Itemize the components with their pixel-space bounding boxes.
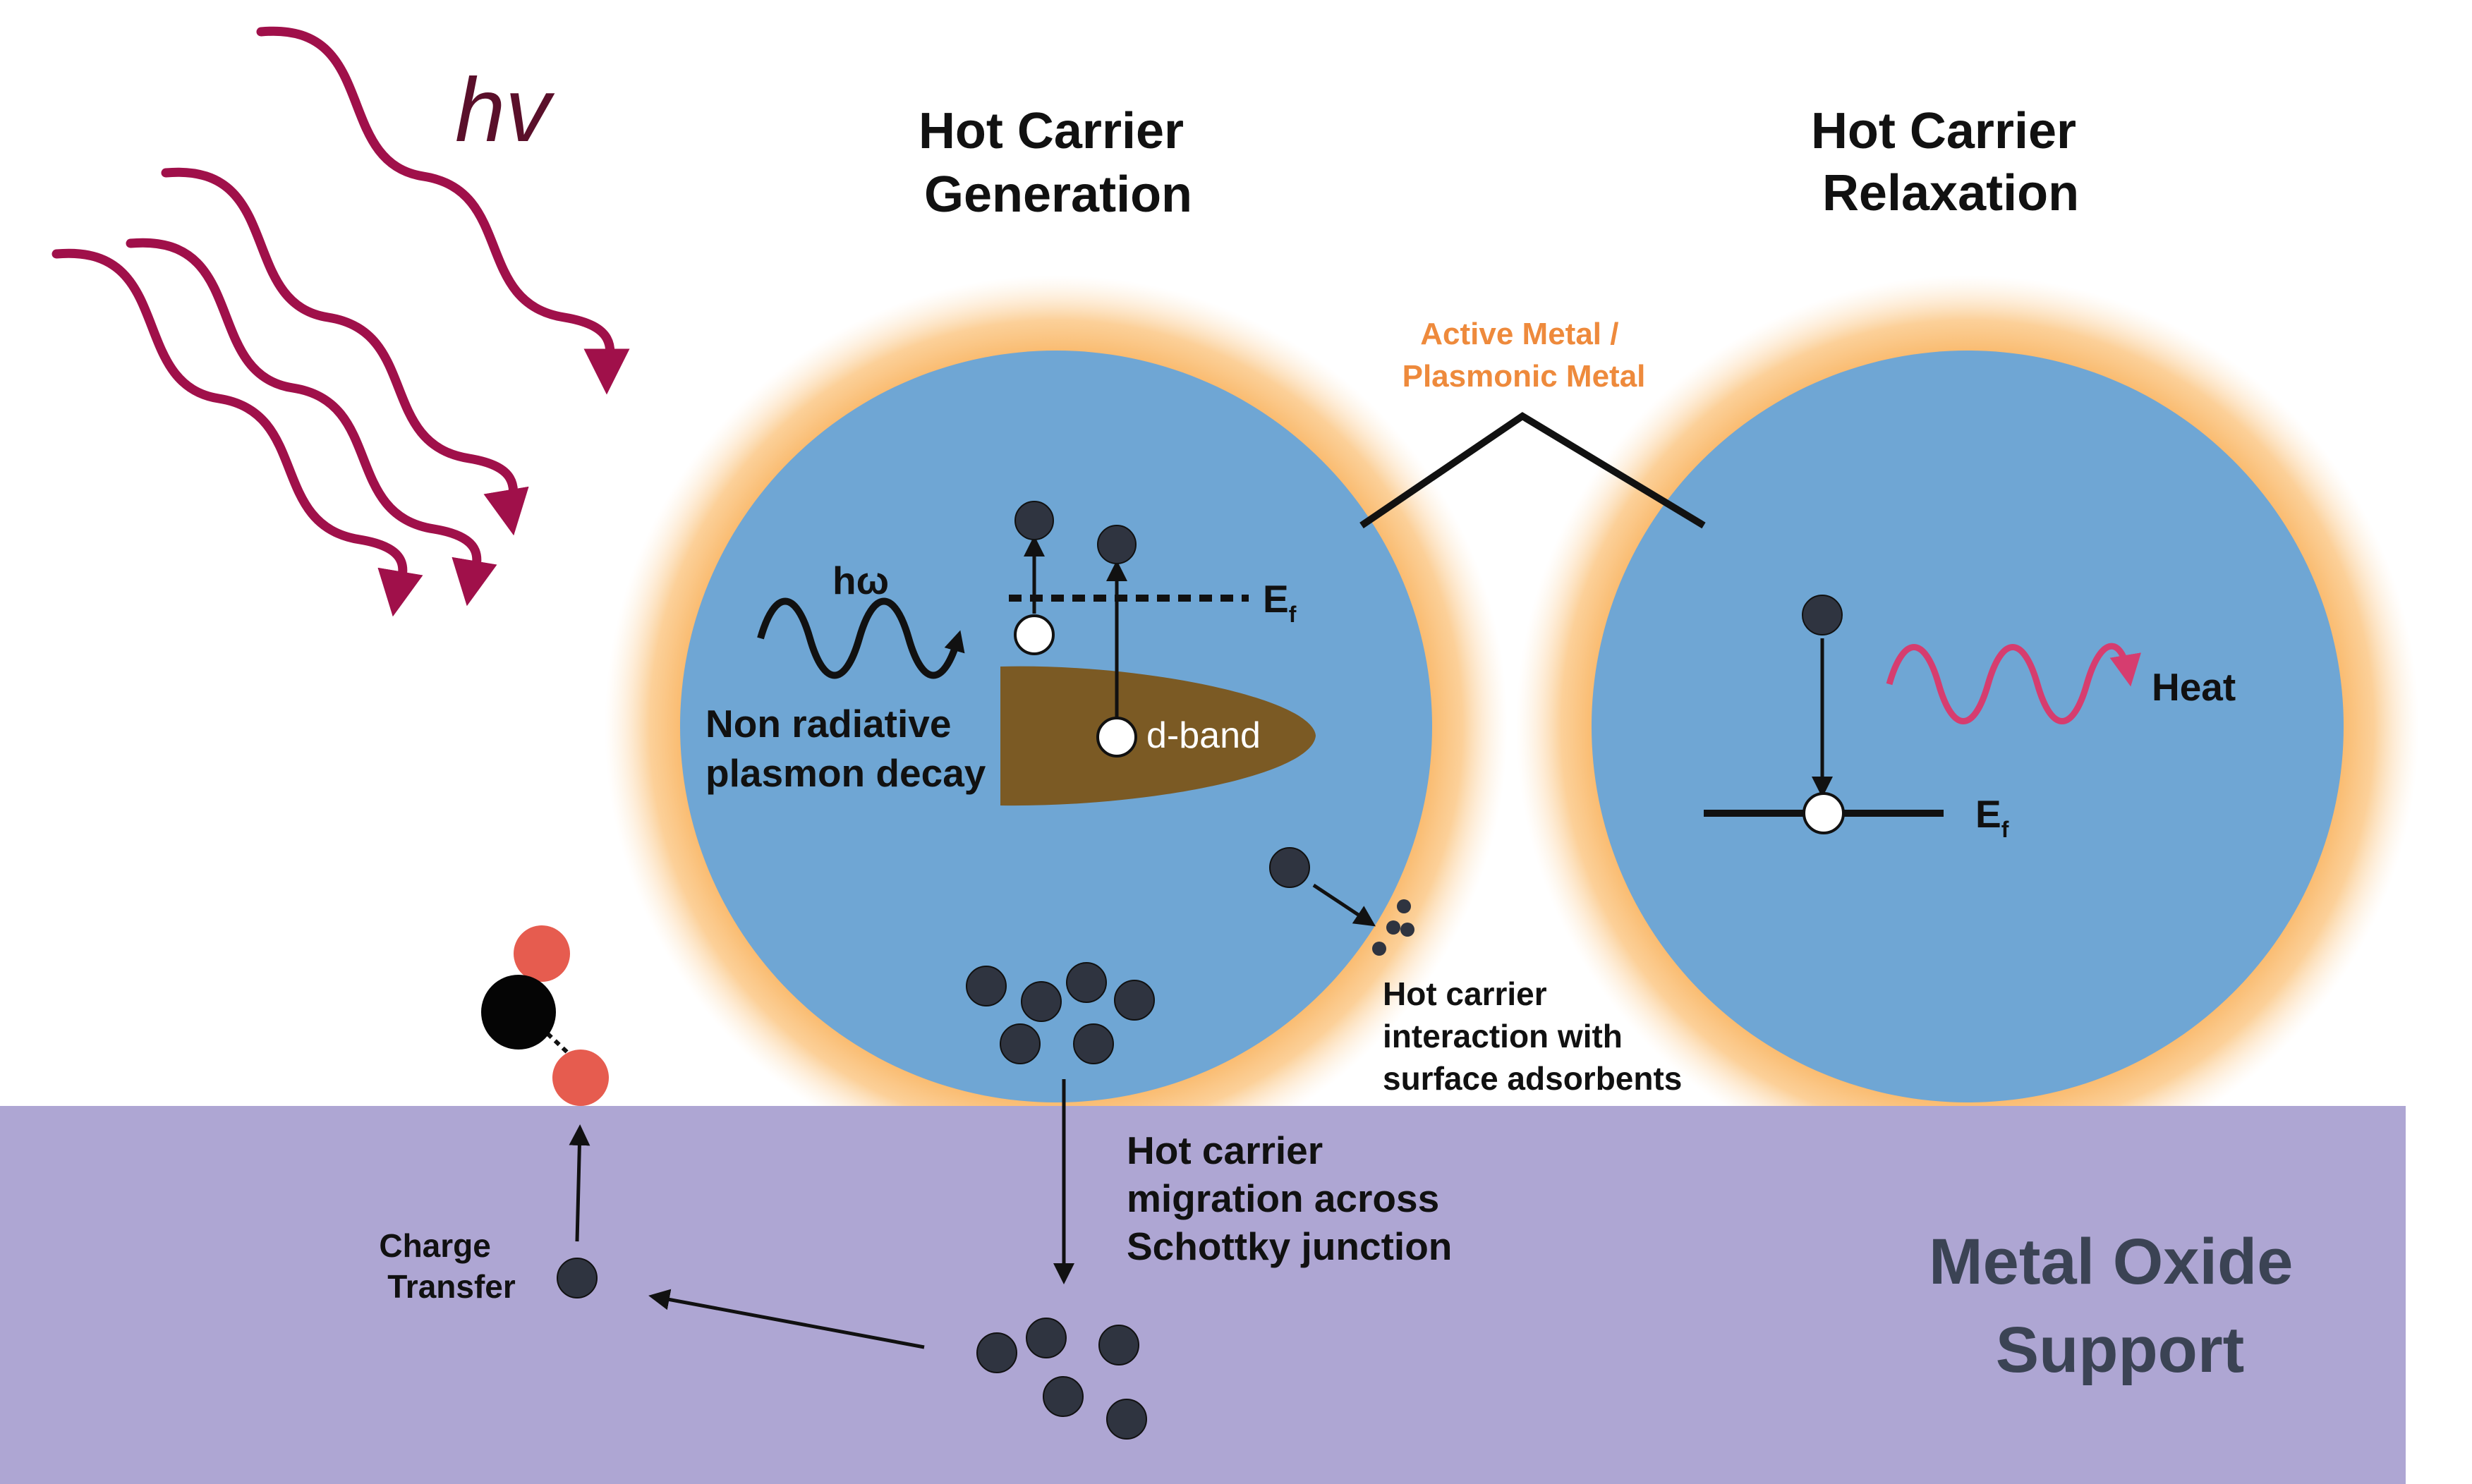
hole-icon	[1014, 614, 1055, 655]
heat-wave-icon	[1886, 643, 2141, 724]
decay-label: Non radiative plasmon decay	[705, 702, 986, 795]
electron-icon	[1269, 847, 1310, 888]
adsorbent-dot	[1386, 920, 1400, 935]
relaxation-particle	[1592, 351, 2344, 1102]
molecule-icon	[481, 925, 609, 1106]
migration-label: Hot carrier migration across Schottky ju…	[1127, 1129, 1452, 1268]
charge-label: Charge Transfer	[379, 1227, 515, 1305]
generation-title: Hot Carrier Generation	[919, 103, 1198, 223]
plasmon-wave-icon	[757, 597, 965, 679]
carrier-cluster-support	[976, 1318, 1147, 1440]
adsorbent-dot	[1372, 942, 1386, 956]
photon-wave-icon	[52, 26, 630, 617]
d-band	[1000, 666, 1316, 806]
electron-icon	[557, 1258, 598, 1298]
electron-icon	[1097, 525, 1137, 564]
electron-icon	[1802, 595, 1843, 635]
hole-icon	[1096, 717, 1137, 758]
metal-label: Active Metal / Plasmonic Metal	[1402, 317, 1646, 394]
carrier-cluster-metal	[966, 962, 1155, 1064]
fermi-label-relaxation: Ef	[1975, 792, 2009, 842]
fermi-label-generation: Ef	[1263, 577, 1297, 627]
electron-icon	[1014, 501, 1054, 540]
hole-icon	[1802, 792, 1845, 834]
relaxation-title: Hot Carrier Relaxation	[1811, 103, 2090, 221]
metal-oxide-support	[0, 1106, 2406, 1484]
adsorbent-arrow	[1312, 883, 1376, 927]
adsorbent-label: Hot carrier interaction with surface ads…	[1383, 975, 1682, 1097]
support-label: Metal Oxide Support	[1929, 1226, 2311, 1386]
photon-label: hv	[455, 60, 555, 161]
charge-transfer-arrow	[648, 1289, 925, 1349]
heat-label: Heat	[2152, 665, 2236, 709]
dband-label: d-band	[1146, 715, 1261, 756]
adsorbent-dot	[1397, 899, 1411, 913]
plasmon-label: hω	[832, 559, 889, 602]
charge-up-arrow	[569, 1124, 590, 1242]
adsorbent-dot	[1400, 923, 1414, 937]
metal-pointer-lines	[1359, 412, 1706, 529]
